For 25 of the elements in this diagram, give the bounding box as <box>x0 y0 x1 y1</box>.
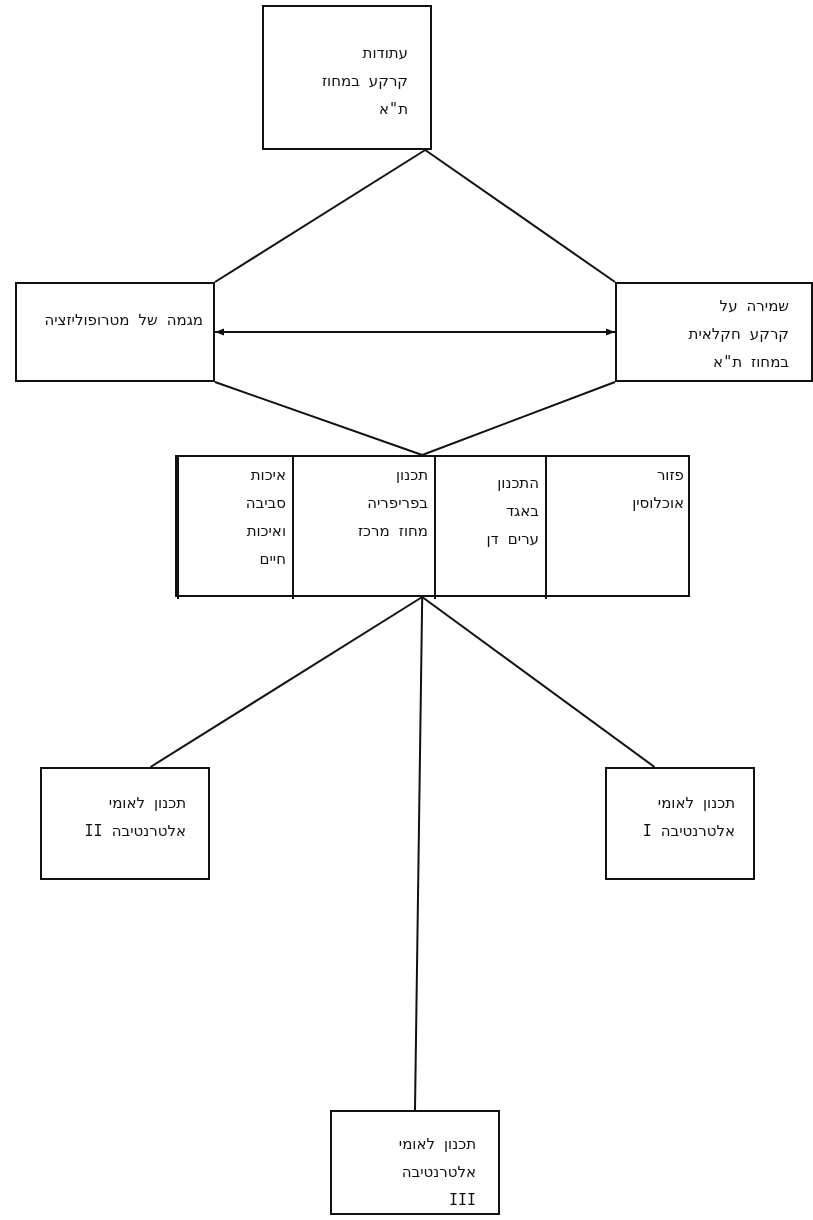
text-box <box>15 282 215 382</box>
connector-line <box>214 149 427 283</box>
box-label: תכנון לאומי אלטרנטיבה II <box>83 793 186 842</box>
text-box <box>262 5 432 150</box>
table-box <box>175 455 690 597</box>
connector-line <box>424 149 616 283</box>
box-label: פזור אוכלוסין <box>631 465 684 514</box>
box-label: תכנון לאומי אלטרנטיבה I <box>641 793 735 842</box>
box-label: תכנון לאומי אלטרנטיבה III <box>397 1134 476 1211</box>
box-label: מגמה של מטרופוליזציה <box>43 310 203 331</box>
connector-line <box>214 381 424 456</box>
box-label: התכנון באגד ערים דן <box>485 473 539 550</box>
connector-line <box>421 381 616 456</box>
box-label: שמירה על קרקע חקלאית במחוז ת"א <box>687 296 789 373</box>
text-box <box>330 1110 500 1215</box>
text-box <box>615 282 813 382</box>
connector-line <box>414 596 424 1111</box>
box-label: עתודות קרקע במחוז ת"א <box>320 43 408 120</box>
connector-line <box>421 596 656 768</box>
box-label: תכנון בפריפריה מחוז מרכז <box>356 465 428 542</box>
connector-line <box>214 328 616 336</box>
box-label: איכות סביבה ואיכות חיים <box>244 465 286 570</box>
text-box <box>605 767 755 880</box>
text-box <box>40 767 210 880</box>
connector-line <box>149 596 424 768</box>
